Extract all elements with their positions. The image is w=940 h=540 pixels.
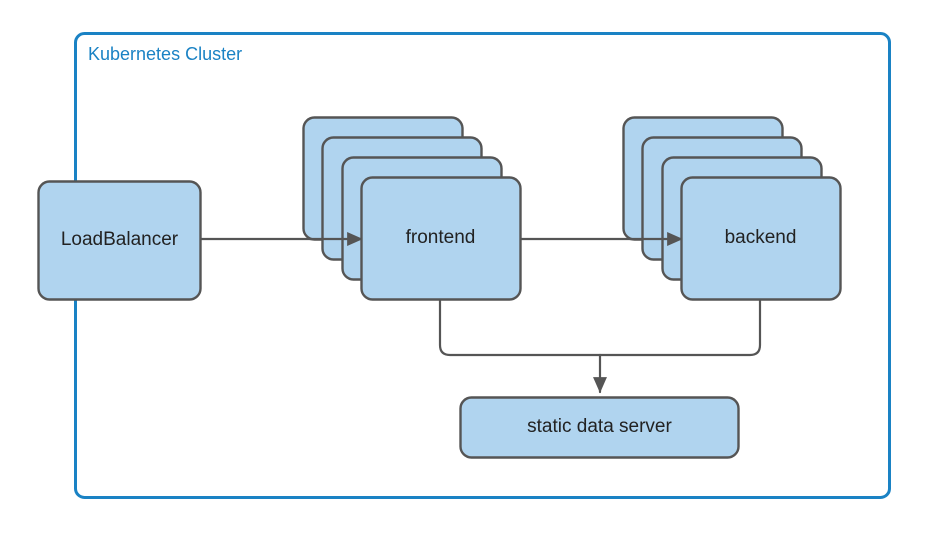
- frontend-front-card-group[interactable]: [360, 176, 522, 301]
- edges-to-static-layer: [438, 298, 762, 394]
- edge-backend-to-static: [598, 298, 762, 357]
- static-data-server-shape[interactable]: [459, 396, 740, 459]
- backend-replica-1[interactable]: [680, 176, 842, 301]
- loadbalancer-shape[interactable]: [37, 180, 202, 301]
- node-static-data-server[interactable]: [459, 396, 740, 459]
- cluster-title-label: Kubernetes Cluster: [88, 44, 243, 64]
- backend-front-card-group[interactable]: [680, 176, 842, 301]
- edge-frontend-to-static: [438, 298, 602, 357]
- node-loadbalancer[interactable]: [37, 180, 202, 301]
- frontend-replica-1[interactable]: [360, 176, 522, 301]
